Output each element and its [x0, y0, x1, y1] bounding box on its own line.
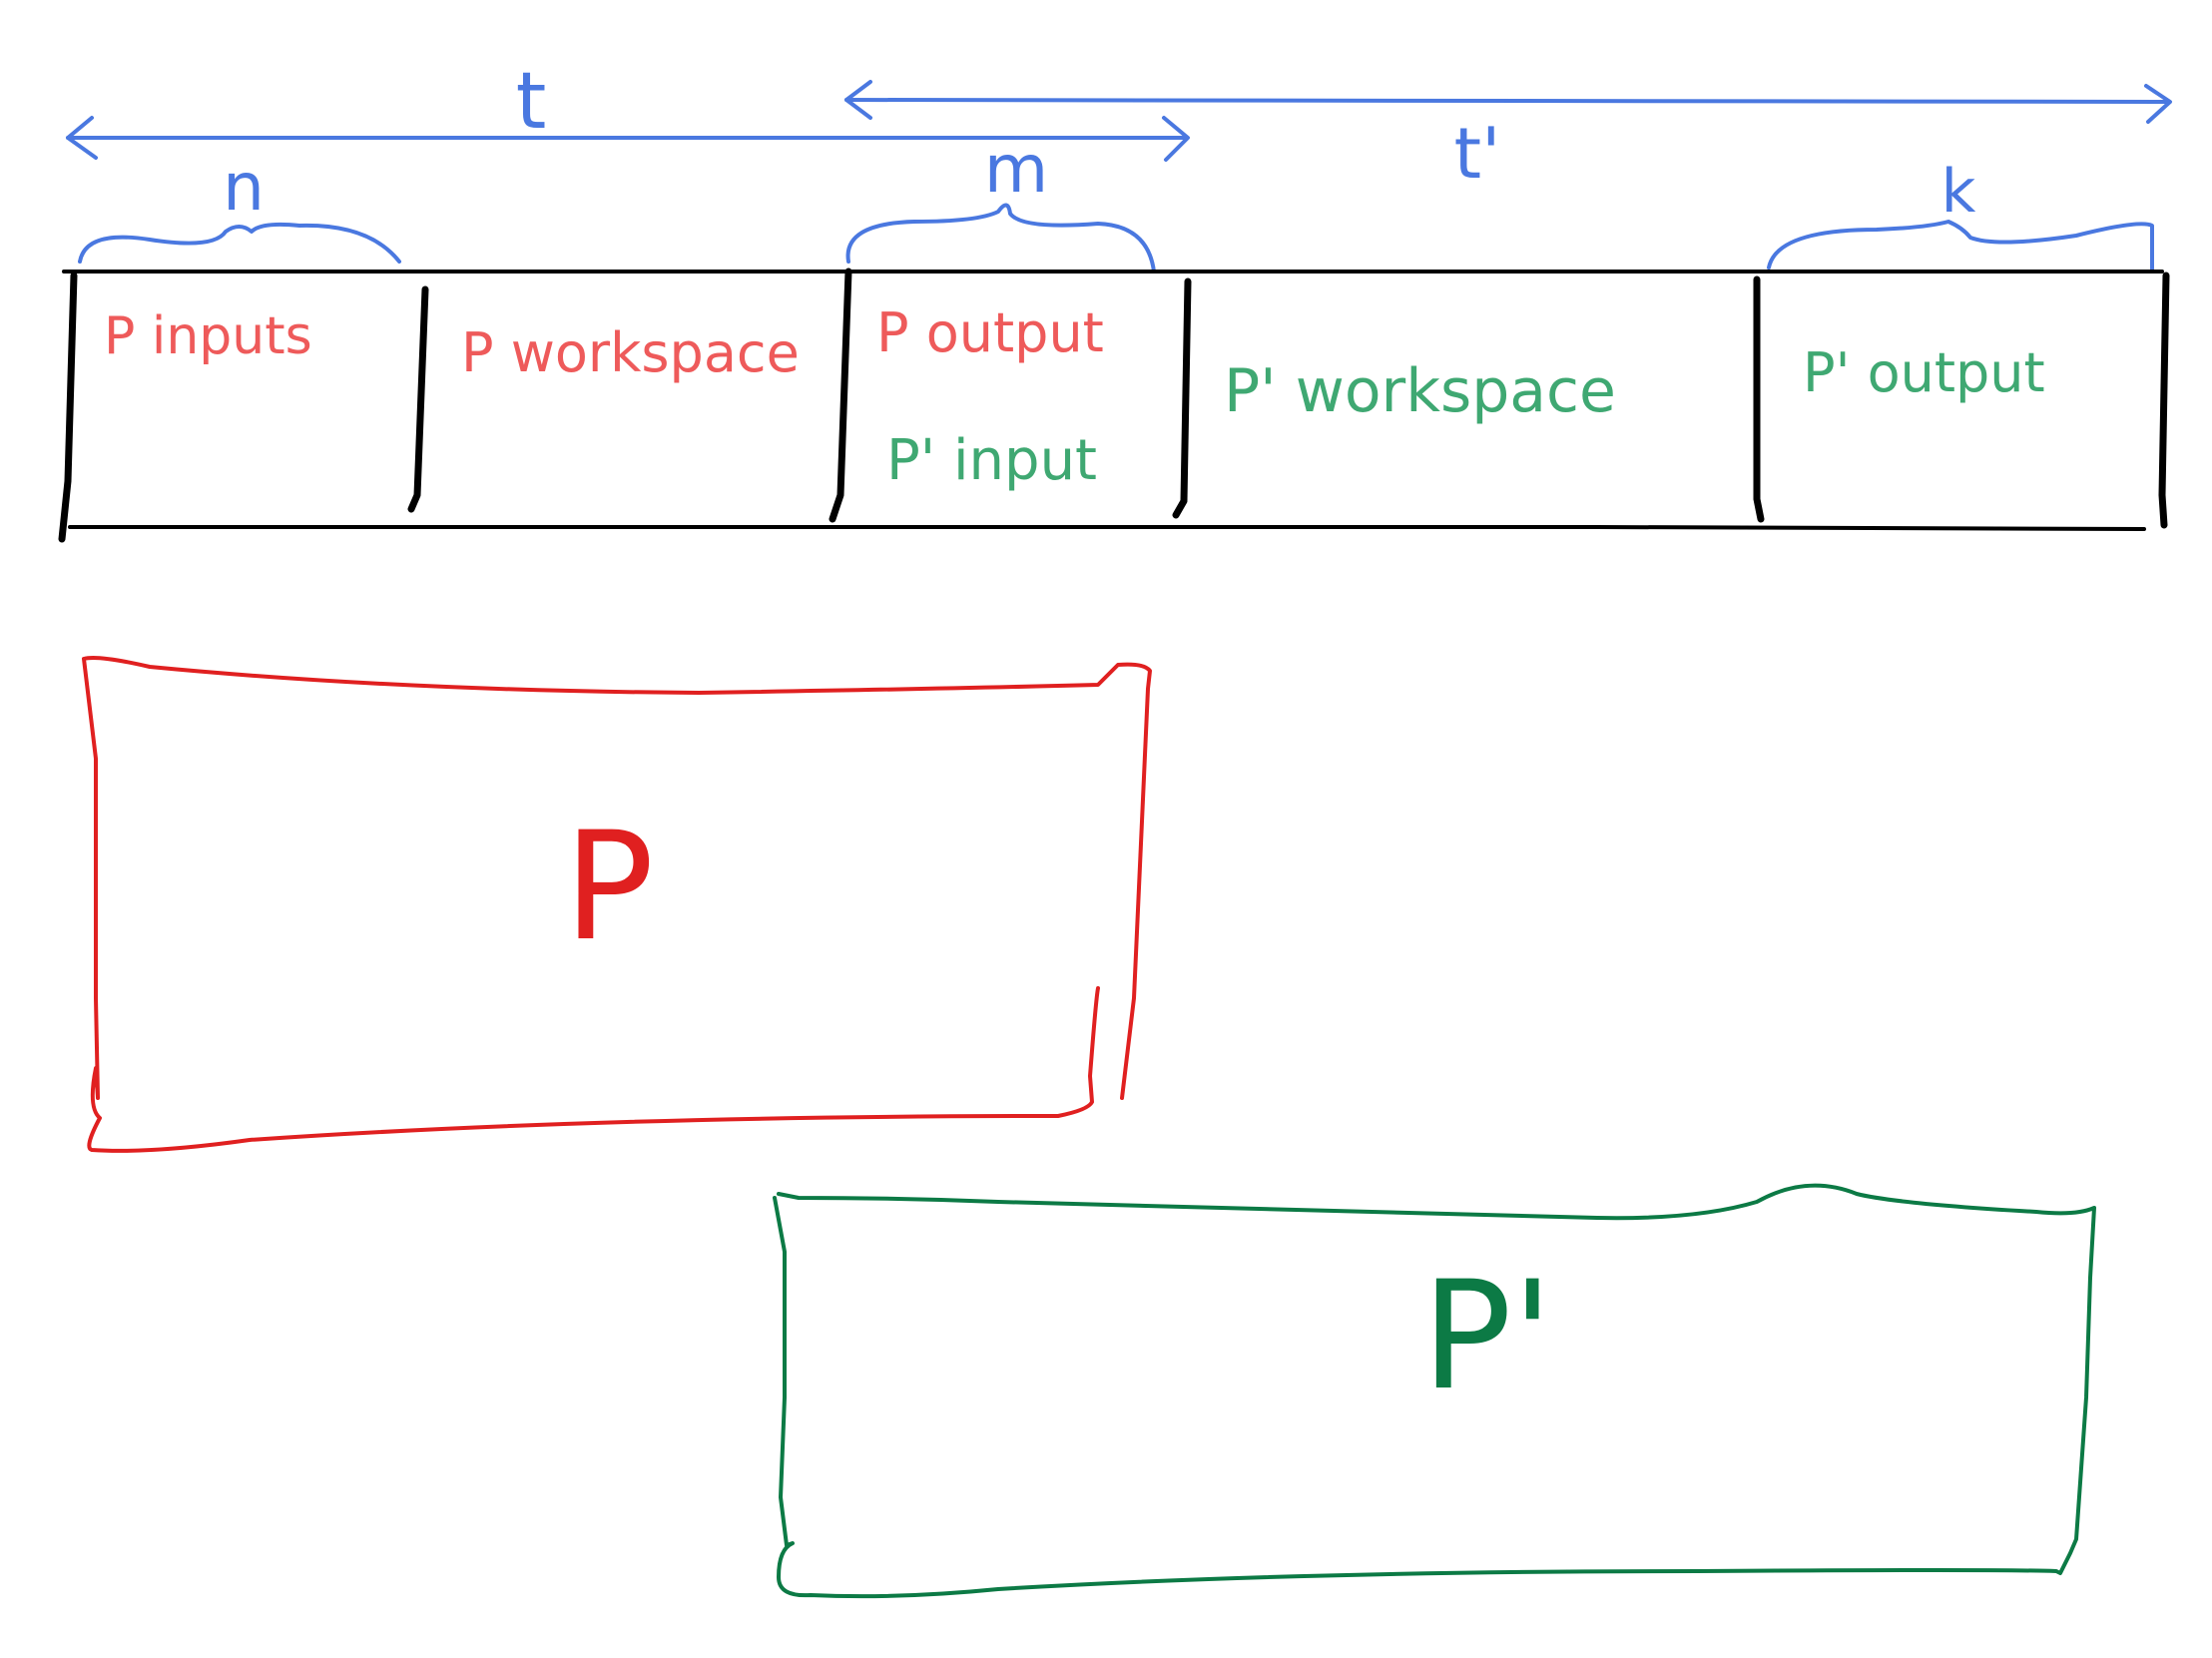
m-brace: [845, 203, 1156, 274]
cell-p-workspace: P workspace: [461, 321, 800, 384]
strip-top-edge: [62, 269, 2164, 274]
m-label: m: [984, 131, 1048, 208]
strip-divider-1: [407, 285, 429, 513]
strip-divider-5: [2158, 272, 2170, 529]
cell-p-prime-input-text: P' input: [886, 428, 1097, 493]
t-label: t: [516, 57, 547, 147]
cell-p-prime-workspace: P' workspace: [1224, 356, 1616, 426]
k-label: k: [1941, 157, 1976, 227]
strip-divider-2: [829, 268, 852, 523]
cell-p-output-line: P output: [876, 301, 1104, 364]
box-p: P: [82, 656, 1152, 1153]
cell-p-prime-input-line: P' input: [886, 428, 1097, 493]
cell-p-inputs-line: P inputs: [104, 306, 312, 366]
cell-p-output-text: P output: [876, 301, 1104, 364]
cell-p-prime-output-line: P' output: [1803, 341, 2045, 404]
box-p-prime-outline: [773, 1183, 2096, 1599]
t-prime-right-arrowhead: [2144, 84, 2172, 124]
t-prime-label: t': [1454, 113, 1501, 195]
strip-bottom-edge: [68, 524, 2146, 531]
box-p-prime-label: P': [1421, 1250, 1553, 1423]
box-p-prime: P': [773, 1183, 2096, 1599]
t-right-arrowhead: [1162, 116, 1190, 162]
cell-p-workspace-line: P workspace: [461, 321, 800, 384]
brace-n: n: [78, 149, 401, 264]
cell-p-prime-workspace-line: P' workspace: [1224, 356, 1616, 426]
t-prime-span-arrow: [844, 98, 2170, 104]
strip-divider-3: [1172, 277, 1192, 519]
brace-m: m: [845, 131, 1156, 274]
t-prime-left-arrowhead: [844, 80, 872, 120]
span-t-prime: t': [844, 80, 2172, 195]
k-brace: [1767, 220, 2154, 272]
strip-divider-0: [58, 272, 78, 543]
brace-k: k: [1767, 157, 2154, 272]
t-left-arrowhead: [66, 116, 98, 160]
n-label: n: [223, 149, 265, 226]
cell-p-prime-output: P' output: [1803, 341, 2045, 404]
box-p-outline: [82, 656, 1152, 1153]
n-brace: [78, 222, 401, 264]
span-t: t: [66, 57, 1190, 162]
cell-p-inputs: P inputs: [104, 306, 312, 366]
box-p-label: P: [564, 801, 654, 974]
memory-strip: P inputs P workspace P output P' input P…: [58, 268, 2170, 543]
strip-divider-4: [1753, 276, 1765, 523]
